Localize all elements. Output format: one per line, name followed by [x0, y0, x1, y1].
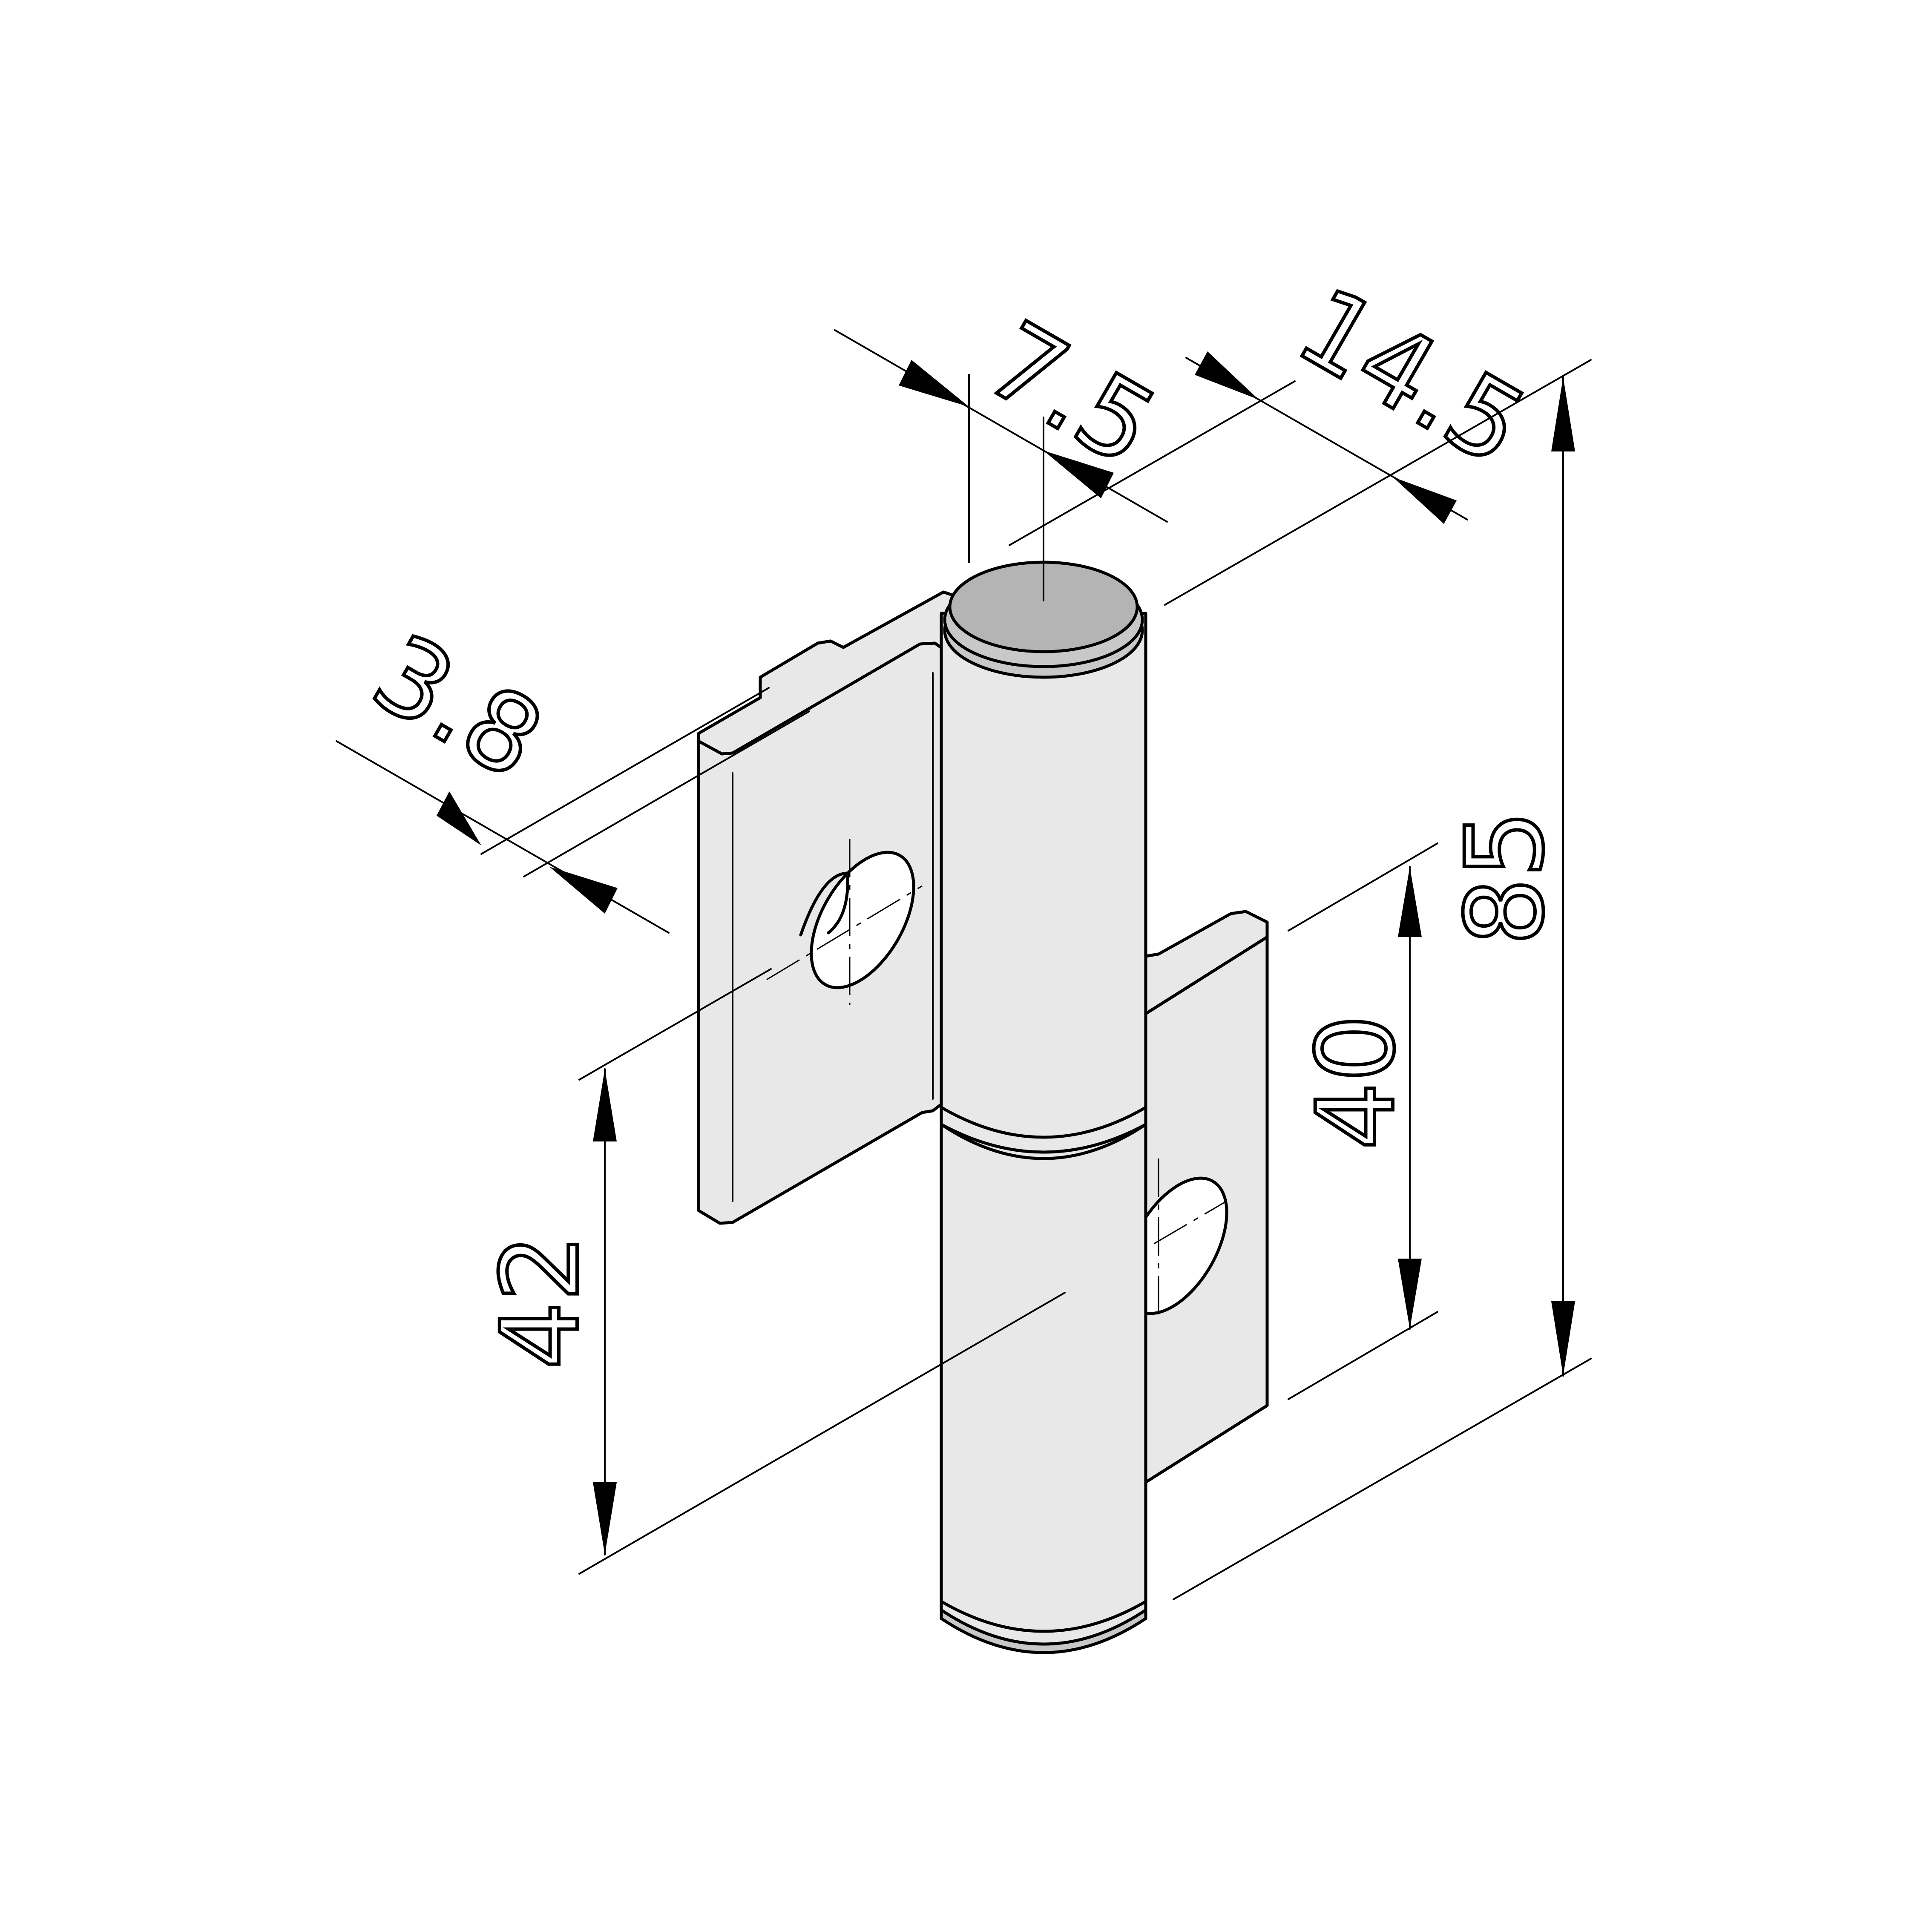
- ext-barrel-right-top: [1164, 359, 1592, 606]
- pin-bottom-edge: [940, 1600, 1147, 1633]
- ext-barrel-bottom: [1173, 1358, 1592, 1600]
- dim-42-arrow-bottom: [593, 1482, 617, 1555]
- dim-42-arrow-top: [593, 1069, 617, 1141]
- label-total-height: 85: [1443, 810, 1567, 946]
- ext-upper-hole: [578, 968, 772, 1081]
- label-hole-spacing-left: 42: [478, 1234, 602, 1369]
- dim-7-5-arrow-left: [899, 360, 969, 407]
- ext-lower-leaf-bottom: [1288, 1311, 1438, 1400]
- lower-knuckle: [940, 1123, 1147, 1648]
- left-leaf: [697, 590, 958, 1225]
- label-leaf-width: 14.5: [1278, 264, 1546, 489]
- label-pin-diameter: 7.5: [967, 298, 1176, 490]
- dim-7-5-arrow-right: [1044, 451, 1114, 498]
- dim-3-8-arrow-left: [437, 791, 481, 845]
- knuckle-split-line-2: [940, 1106, 1147, 1139]
- dim-3-8-arrow-right: [549, 867, 618, 914]
- dim-14-5-arrow-left: [1195, 351, 1259, 400]
- label-hole-spacing-right: 40: [1294, 1015, 1418, 1150]
- ext-leaf-top-front: [523, 710, 810, 877]
- ext-leaf-top-back: [480, 687, 770, 855]
- upper-mounting-hole: [810, 851, 915, 989]
- hinge-barrel: [940, 561, 1147, 1654]
- dim-line-7-5: [834, 329, 1168, 523]
- label-leaf-thickness: 3.8: [354, 611, 563, 803]
- ext-leaf-edge-top: [1009, 380, 1296, 546]
- upper-hole-inner-edge: [799, 871, 849, 937]
- ext-lower-leaf-top: [1288, 842, 1438, 932]
- upper-knuckle: [940, 612, 1147, 1154]
- right-leaf: [1103, 910, 1269, 1484]
- upper-hole-centerline-d: [766, 885, 923, 980]
- knuckle-split-line: [940, 1123, 1147, 1160]
- dim-14-5-arrow-right: [1393, 477, 1457, 524]
- pin-bottom-ring: [940, 1607, 1147, 1654]
- dim-85-arrow-bottom: [1551, 1301, 1575, 1376]
- ext-lower-hole-left: [578, 1292, 1066, 1575]
- dimension-lines: [336, 329, 1592, 1600]
- dim-40-arrow-bottom: [1398, 1259, 1422, 1329]
- dim-85-arrow-top: [1551, 377, 1575, 451]
- dim-line-3-8: [336, 740, 670, 934]
- dim-40-arrow-top: [1398, 867, 1422, 937]
